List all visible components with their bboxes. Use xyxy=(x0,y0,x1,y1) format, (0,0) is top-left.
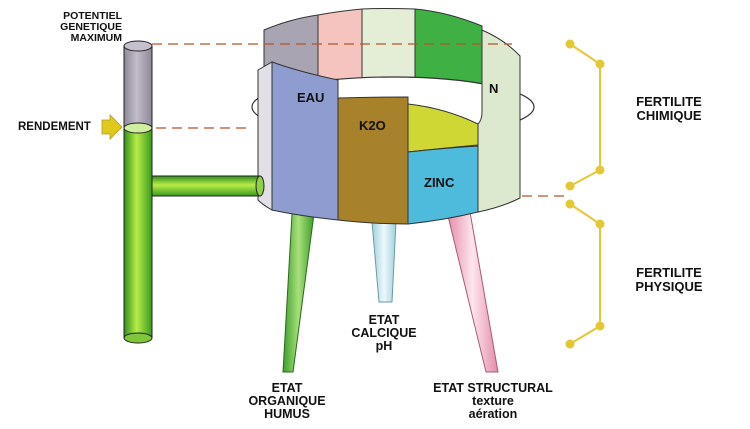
bracket-chimique xyxy=(569,43,601,187)
tube-bottom xyxy=(123,332,153,344)
label-fertilite-physique: FERTILITE PHYSIQUE xyxy=(635,265,703,294)
tube-top xyxy=(123,45,153,129)
rendement-arrow-icon xyxy=(101,114,123,140)
connecting-pipe xyxy=(151,175,261,197)
stave-label-n: N xyxy=(489,81,498,96)
stave-n xyxy=(477,29,521,213)
leg-structural xyxy=(446,211,499,373)
stave-label-eau: EAU xyxy=(297,90,324,105)
label-fertilite-chimique: FERTILITE CHIMIQUE xyxy=(636,94,702,123)
tube-level-ring xyxy=(123,122,153,134)
label-rendement: RENDEMENT xyxy=(18,121,91,133)
bracket-chimique-dots xyxy=(565,39,605,191)
leg-calcique xyxy=(371,221,397,303)
stave-label-k2o: K2O xyxy=(359,118,386,133)
stave-eau xyxy=(271,61,339,221)
label-etat-structural: ETAT STRUCTURAL texture aération xyxy=(433,381,553,422)
leg-organique xyxy=(282,213,315,373)
tube-fill xyxy=(123,127,153,339)
tube-top-cap xyxy=(123,40,153,52)
label-etat-calcique: ETAT CALCIQUE pH xyxy=(351,313,417,354)
pipe-end xyxy=(255,175,265,197)
stave-k2o xyxy=(337,96,409,225)
label-etat-organique: ETAT ORGANIQUE HUMUS xyxy=(248,381,326,422)
bracket-physique xyxy=(569,203,601,345)
stave-label-zinc: ZINC xyxy=(424,175,455,190)
bracket-physique-dots xyxy=(565,199,605,349)
label-potentiel: POTENTIEL GENETIQUE MAXIMUM xyxy=(60,10,122,45)
